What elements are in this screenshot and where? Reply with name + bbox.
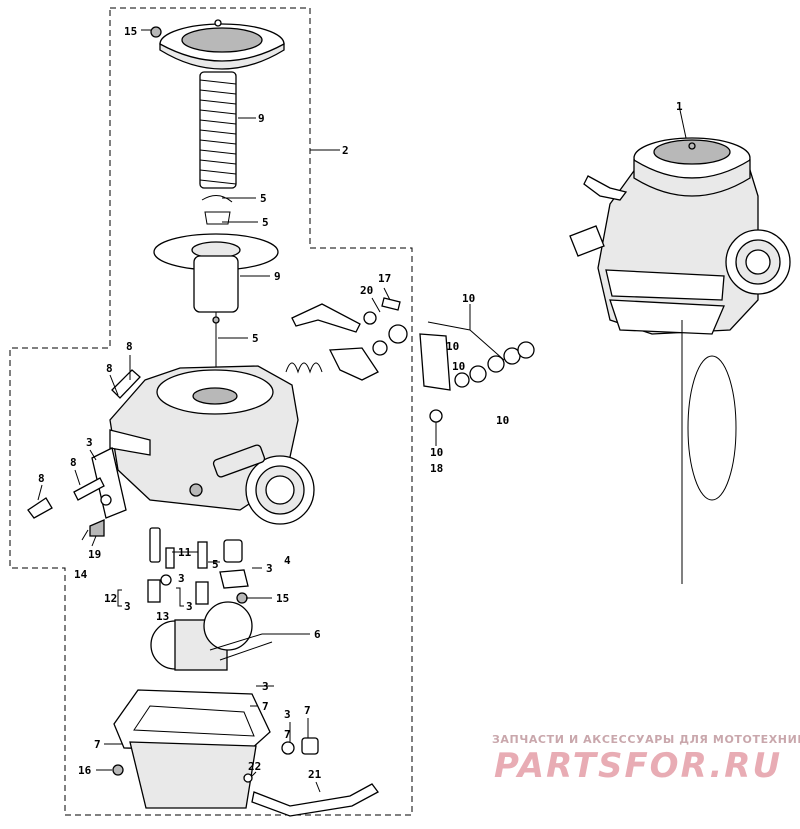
callout-9: 9 (274, 270, 281, 283)
jets-and-tubes (147, 527, 249, 605)
callout-3: 3 (284, 708, 291, 721)
callout-10: 10 (452, 360, 465, 373)
callout-3: 3 (178, 572, 185, 585)
assembled-carburetor (569, 137, 791, 335)
callout-12: 12 (104, 592, 117, 605)
screw-19 (89, 519, 105, 537)
callout-13: 13 (156, 610, 169, 623)
callout-3: 3 (186, 600, 193, 613)
screw-15 (150, 26, 162, 38)
callout-1: 1 (676, 100, 683, 113)
leader-lines (37, 29, 687, 793)
callout-3: 3 (266, 562, 273, 575)
callout-4: 4 (284, 554, 291, 567)
callout-5: 5 (262, 216, 269, 229)
callout-10: 10 (430, 446, 443, 459)
diaphragm-9 (153, 233, 279, 313)
callout-7: 7 (262, 700, 269, 713)
carb-body (109, 365, 315, 525)
callout-16: 16 (78, 764, 92, 777)
callout-10: 10 (446, 340, 459, 353)
top-cap (159, 19, 285, 70)
callout-8: 8 (126, 340, 133, 353)
callout-7: 7 (94, 738, 101, 751)
float-6 (150, 601, 273, 671)
callout-19: 19 (88, 548, 101, 561)
callout-3: 3 (262, 680, 269, 693)
lever-arm (91, 447, 127, 519)
callout-15: 15 (276, 592, 289, 605)
callout-8: 8 (38, 472, 45, 485)
callouts: 15 9 2 5 5 9 5 17 20 10 10 10 10 10 18 8… (38, 25, 683, 781)
assembly-boundary (9, 7, 413, 816)
callout-7: 7 (304, 704, 311, 717)
callout-10: 10 (496, 414, 509, 427)
callout-17: 17 (378, 272, 391, 285)
callout-15: 15 (124, 25, 137, 38)
callout-22: 22 (248, 760, 261, 773)
callout-10: 10 (462, 292, 475, 305)
watermark-logo: PARTSFOR.RU (494, 746, 783, 786)
callout-6: 6 (314, 628, 321, 641)
callout-9: 9 (258, 112, 265, 125)
clip-5 (201, 195, 233, 225)
linkage-parts (285, 297, 408, 381)
o-ring-7 (687, 355, 737, 501)
drain-parts (112, 737, 379, 817)
spring-9 (199, 71, 237, 189)
float-chamber (113, 689, 271, 809)
callout-8: 8 (106, 362, 113, 375)
callout-8: 8 (70, 456, 77, 469)
bracket-10 (419, 333, 535, 423)
callout-5: 5 (252, 332, 259, 345)
callout-18: 18 (430, 462, 443, 475)
watermark-tagline: ЗАПЧАСТИ И АКСЕССУАРЫ ДЛЯ МОТОТЕХНИКИ (492, 733, 800, 746)
callout-3: 3 (86, 436, 93, 449)
callout-5: 5 (260, 192, 267, 205)
callout-11: 11 (178, 546, 192, 559)
callout-2: 2 (342, 144, 349, 157)
callout-7: 7 (284, 728, 291, 741)
callout-5: 5 (212, 558, 219, 571)
pilot-screws-8 (27, 369, 141, 519)
callout-14: 14 (74, 568, 88, 581)
callout-21: 21 (308, 768, 322, 781)
callout-3: 3 (124, 600, 131, 613)
callout-20: 20 (360, 284, 373, 297)
